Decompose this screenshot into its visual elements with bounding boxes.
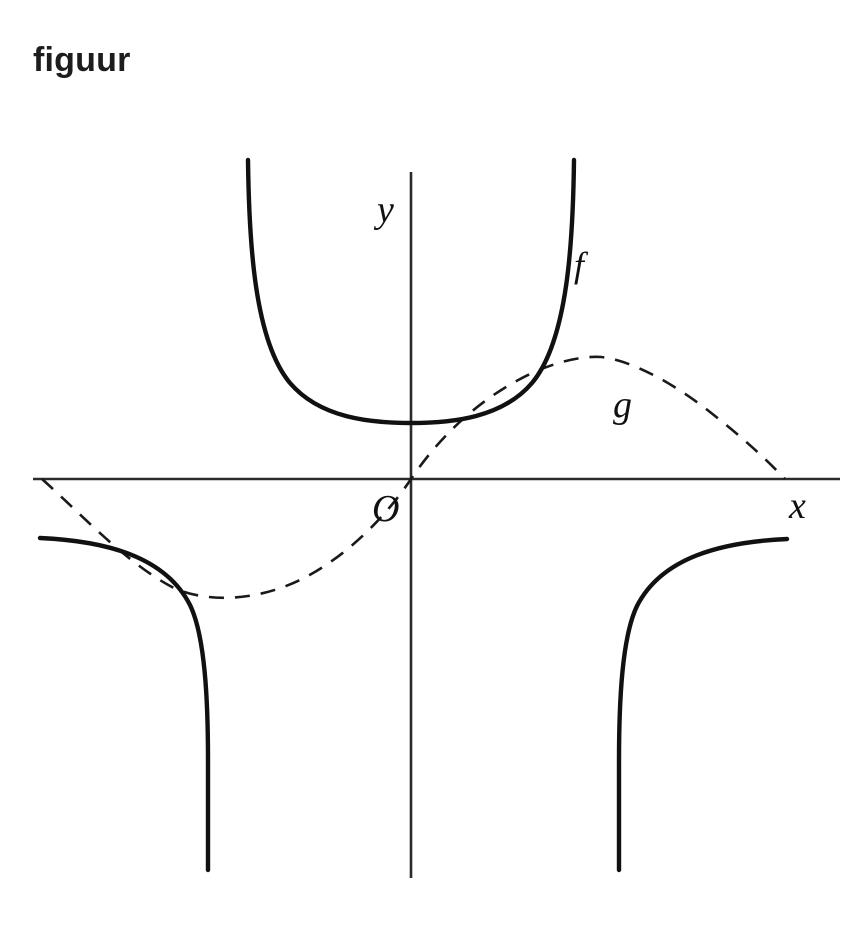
curve-f-lower-left-branch bbox=[37, 535, 211, 873]
x-axis-label: x bbox=[788, 485, 806, 527]
y-axis-label: y bbox=[373, 189, 394, 231]
curve-f-label: f bbox=[574, 245, 589, 285]
curve-f-upper-branch bbox=[245, 157, 577, 426]
curve-g-label: g bbox=[613, 384, 632, 426]
curve-f-lower-right-branch bbox=[616, 536, 790, 873]
origin-label: O bbox=[372, 488, 399, 530]
curve-g-path bbox=[41, 355, 786, 600]
page-title: figuur bbox=[33, 41, 131, 79]
